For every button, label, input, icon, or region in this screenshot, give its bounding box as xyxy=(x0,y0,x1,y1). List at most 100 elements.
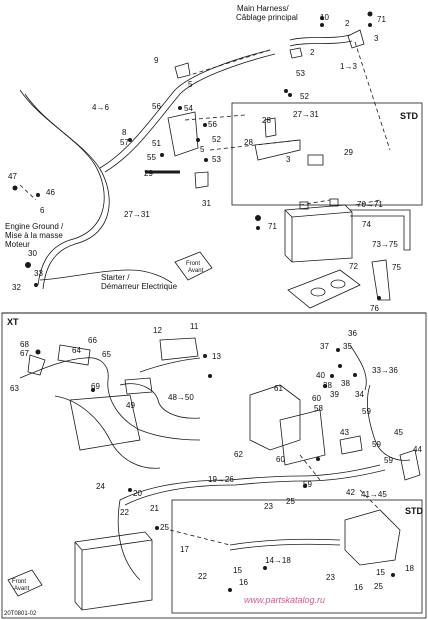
callout: 3 xyxy=(374,34,379,43)
starter-label-1: Starter / xyxy=(101,273,130,282)
callout: 16 xyxy=(239,578,248,587)
callout: 60 xyxy=(276,455,285,464)
callout: 56 xyxy=(152,102,161,111)
battery-bottom xyxy=(74,531,153,611)
starter-label-2: Démarreur Electrique xyxy=(101,282,178,291)
callout: 75 xyxy=(392,263,401,272)
engine-ground-label-3: Moteur xyxy=(5,240,30,249)
callout: 67 xyxy=(20,349,29,358)
callout: 30 xyxy=(28,249,37,258)
callout: 3 xyxy=(286,155,291,164)
callout: 76 xyxy=(370,304,379,313)
main-harness-routing xyxy=(19,34,353,290)
callout: 29 xyxy=(144,169,153,178)
front-label-top-2: Avant xyxy=(188,268,204,274)
callout: 51 xyxy=(152,139,161,148)
callout: 16 xyxy=(354,583,363,592)
callout: 38 xyxy=(341,379,350,388)
callout: 5 xyxy=(200,145,205,154)
callout: 59 xyxy=(384,456,393,465)
callout: 25 xyxy=(374,582,383,591)
callout: 19→26 xyxy=(208,475,234,484)
callout: 9 xyxy=(154,56,159,65)
callout: 58 xyxy=(314,404,323,413)
callout: 15 xyxy=(376,568,385,577)
callout: 28 xyxy=(244,138,253,147)
callout: 36 xyxy=(348,329,357,338)
callout: 22 xyxy=(120,508,129,517)
front-arrow-bottom xyxy=(7,569,43,597)
callout: 27→31 xyxy=(124,210,150,219)
callout: 57 xyxy=(120,138,129,147)
callout: 18 xyxy=(405,564,414,573)
battery-strap xyxy=(350,209,411,301)
callout: 46 xyxy=(46,188,55,197)
callout: 10 xyxy=(320,13,329,22)
callout: 33 xyxy=(34,269,43,278)
drawing-number: 20T0801-02 xyxy=(4,611,37,617)
front-arrow-top xyxy=(174,251,213,281)
xt-harness xyxy=(19,344,411,581)
battery-tray xyxy=(287,269,361,309)
front-label-bottom-2: Avant xyxy=(14,586,30,592)
callout: 15 xyxy=(233,566,242,575)
callout: 21 xyxy=(150,504,159,513)
callout: 59 xyxy=(362,407,371,416)
callout: 65 xyxy=(102,350,111,359)
callout: 13 xyxy=(212,352,221,361)
callout: 49 xyxy=(126,401,135,410)
fasteners-bottom xyxy=(35,348,395,592)
callout: 41→45 xyxy=(361,490,387,499)
callout: 59 xyxy=(303,480,312,489)
callout: 1→3 xyxy=(340,62,357,71)
callout: 34 xyxy=(355,390,364,399)
callout: 29 xyxy=(344,148,353,157)
callout: 71 xyxy=(268,222,277,231)
callout: 32 xyxy=(12,283,21,292)
callout: 25 xyxy=(160,523,169,532)
callout: 31 xyxy=(202,199,211,208)
callout: 55 xyxy=(147,153,156,162)
std-box-bottom xyxy=(171,499,423,614)
callout: 60 xyxy=(312,394,321,403)
callout: 56 xyxy=(208,120,217,129)
callout: 63 xyxy=(10,384,19,393)
callout: 14→18 xyxy=(265,556,291,565)
callout: 47 xyxy=(8,172,17,181)
callout: 44 xyxy=(413,445,422,454)
callout: 53 xyxy=(296,69,305,78)
callout: 17 xyxy=(180,545,189,554)
callout: 40 xyxy=(316,371,325,380)
xt-panel-frame xyxy=(1,312,427,619)
watermark: www.partskatalog.ru xyxy=(244,595,326,605)
battery-top xyxy=(284,198,353,263)
callout: 53 xyxy=(212,155,221,164)
callout: 64 xyxy=(72,346,81,355)
callout: 25 xyxy=(286,497,295,506)
callout: 33→36 xyxy=(372,366,398,375)
callout: 52 xyxy=(300,92,309,101)
callout: 43 xyxy=(340,428,349,437)
front-label-top-1: Front xyxy=(186,261,201,267)
engine-ground-label-2: Mise à la masse xyxy=(5,231,63,240)
callout: 2 xyxy=(310,48,315,57)
dashed-leaders-bottom xyxy=(169,454,381,546)
callout: 28 xyxy=(262,116,271,125)
callout: 4→6 xyxy=(92,103,109,112)
std-label-bottom: STD xyxy=(405,506,423,516)
callout: 24 xyxy=(96,482,105,491)
engine-ground-label-1: Engine Ground / xyxy=(5,222,64,231)
callout: 61 xyxy=(274,384,283,393)
callout: 11 xyxy=(190,322,199,331)
fasteners-top xyxy=(12,11,381,300)
xt-label: XT xyxy=(7,317,19,327)
callout: 12 xyxy=(153,326,162,335)
callout: 71 xyxy=(377,15,386,24)
std-label-top: STD xyxy=(400,111,418,121)
callout: 5 xyxy=(188,80,193,89)
callout: 22 xyxy=(198,572,207,581)
xt-components xyxy=(27,337,421,566)
callout: 52 xyxy=(212,135,221,144)
callout: 68 xyxy=(20,340,29,349)
